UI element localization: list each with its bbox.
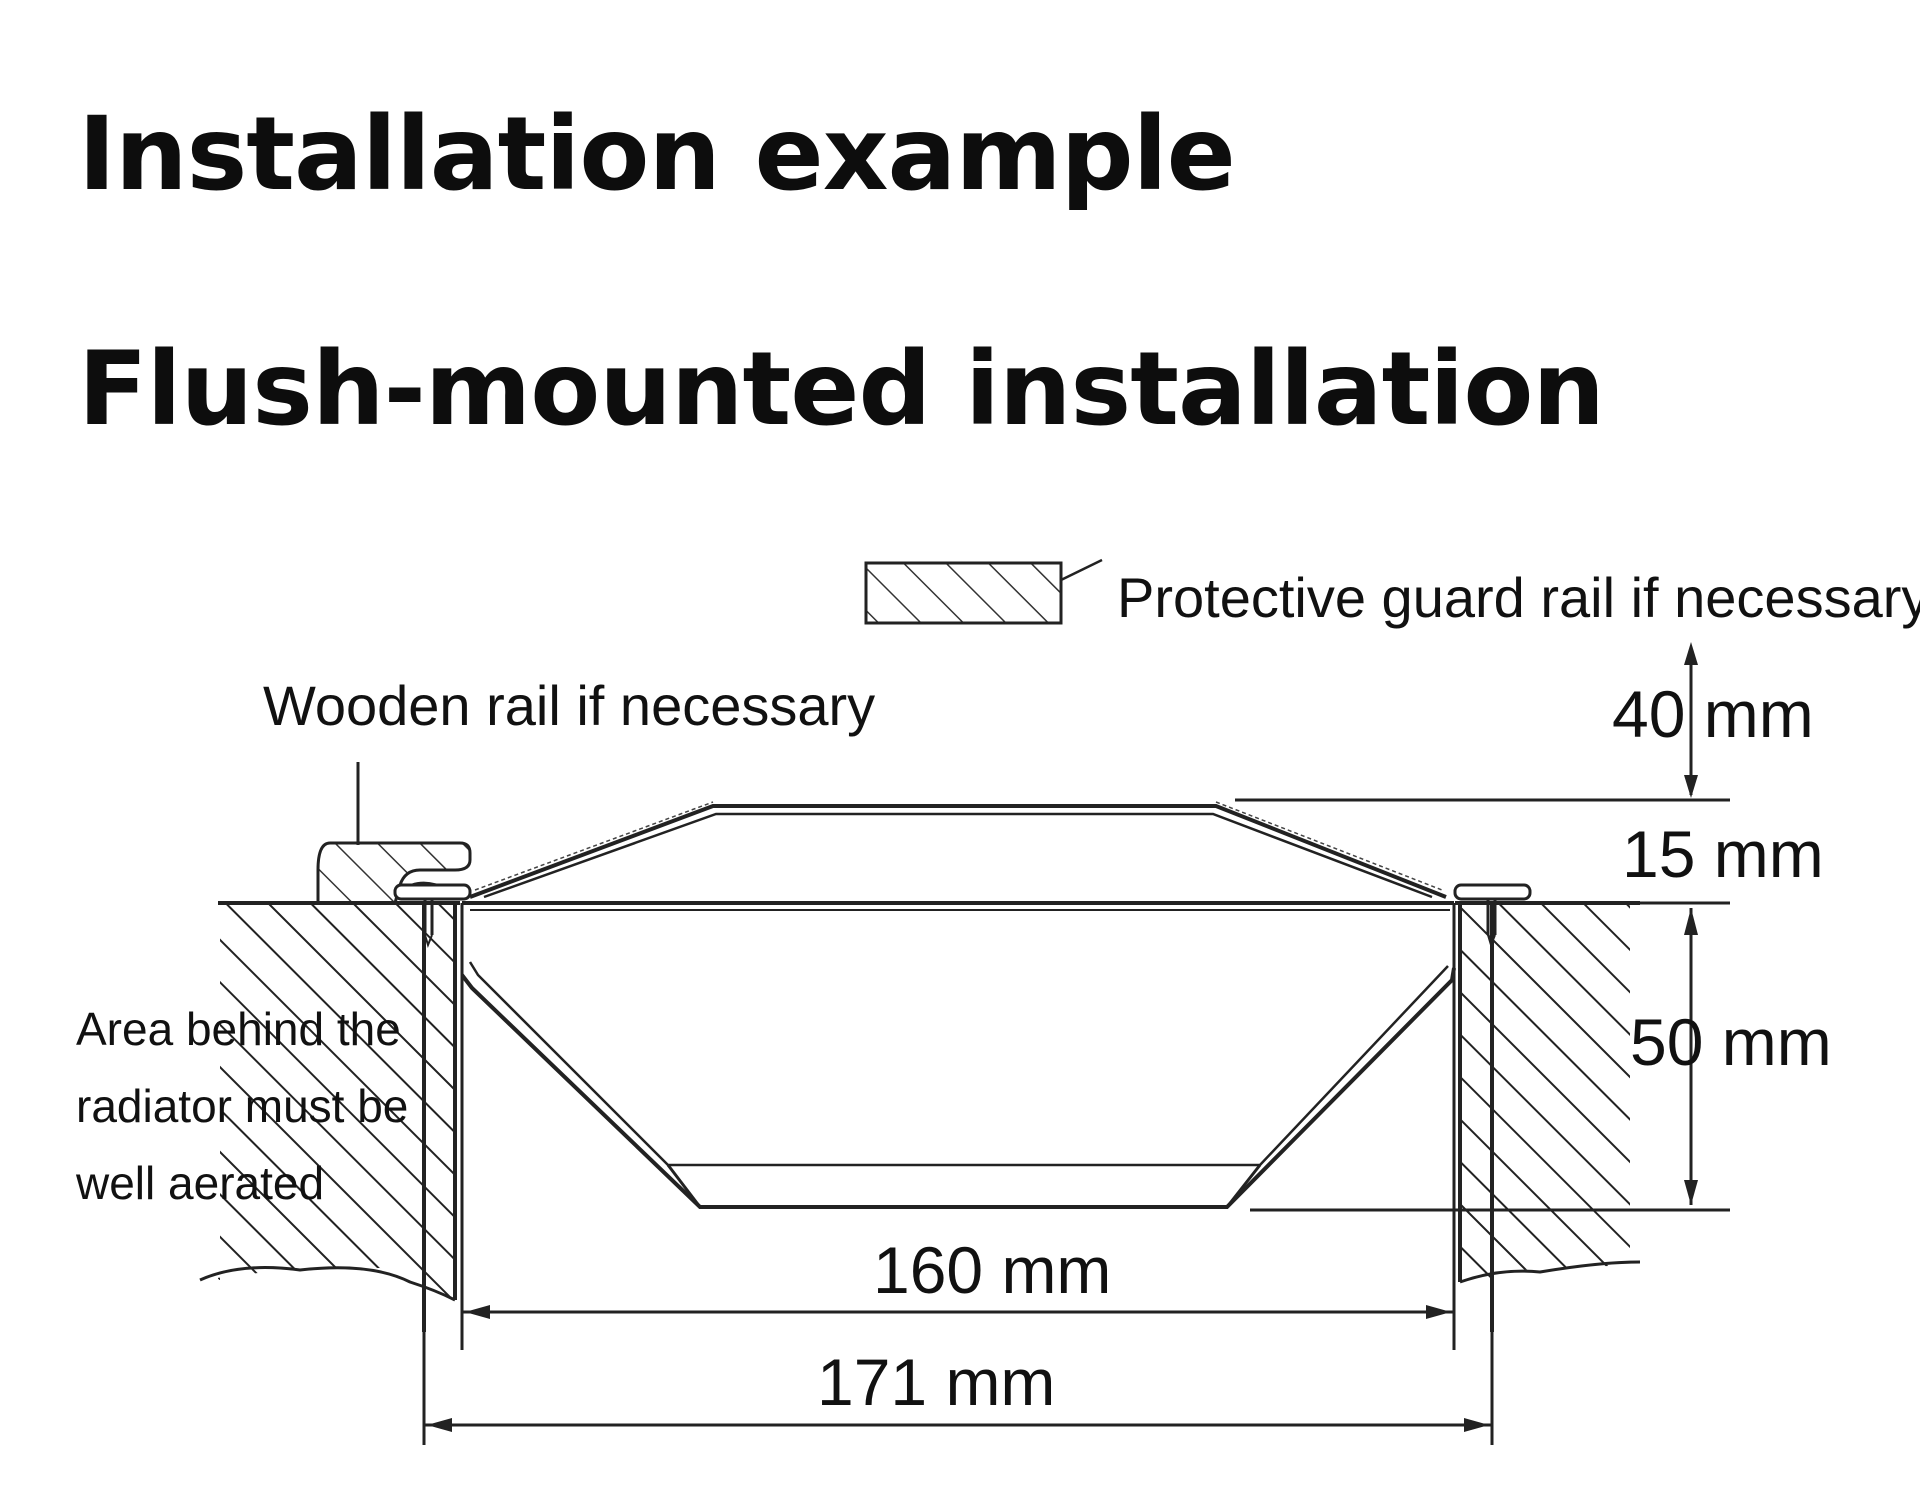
dim-50mm-arrow <box>1684 908 1698 1205</box>
left-wall <box>199 901 460 1302</box>
mounting-clip-right <box>1453 883 1532 949</box>
dim-171mm-label: 171 mm <box>817 1345 1055 1419</box>
recess-box <box>422 901 1494 1350</box>
dim-171mm-arrow <box>422 1332 1494 1445</box>
radiator-cover <box>469 801 1447 899</box>
dim-40mm-arrow <box>1684 642 1698 798</box>
wooden-rail <box>316 841 472 905</box>
area-note-line-3: well aerated <box>75 1157 324 1209</box>
right-wall <box>1455 901 1641 1284</box>
dim-160mm-arrow <box>462 1305 1454 1319</box>
wooden-rail-label: Wooden rail if necessary <box>263 674 875 737</box>
dim-40mm-label: 40 mm <box>1612 677 1814 751</box>
page-title: Installation example <box>78 95 1236 214</box>
dim-160mm-label: 160 mm <box>873 1233 1111 1307</box>
section-title: Flush-mounted installation <box>78 330 1605 449</box>
dim-50mm-label: 50 mm <box>1630 1005 1832 1079</box>
guard-rail-label: Protective guard rail if necessary <box>1117 566 1920 629</box>
dim-15mm-label: 15 mm <box>1622 817 1824 891</box>
guard-rail-symbol <box>864 558 1103 625</box>
radiator-trough <box>460 961 1456 1209</box>
area-note-line-2: radiator must be <box>76 1080 408 1132</box>
mounting-clip-left <box>393 883 472 949</box>
area-note-line-1: Area behind the <box>76 1003 401 1055</box>
